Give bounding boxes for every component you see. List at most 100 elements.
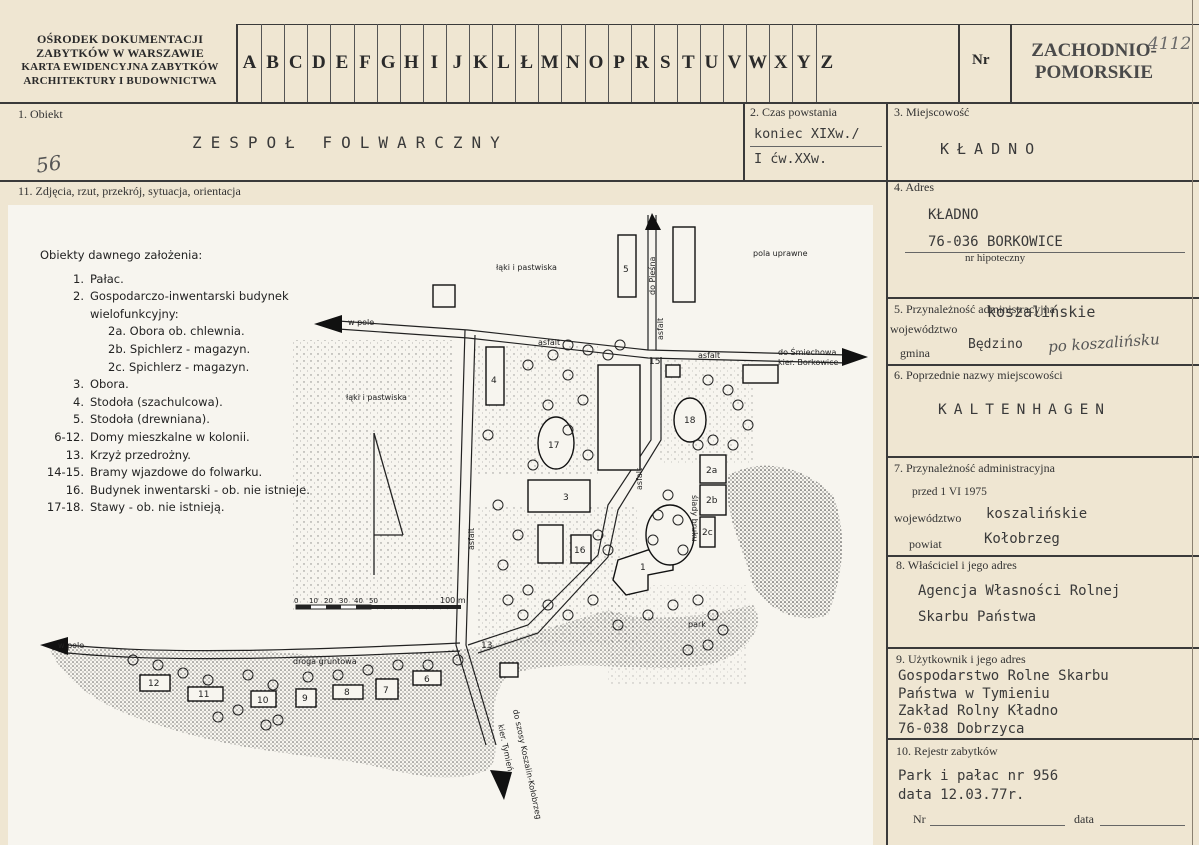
tree-icon bbox=[672, 514, 684, 526]
institution-line: ARCHITEKTURY I BUDOWNICTWA bbox=[23, 75, 217, 87]
field4-label: 4. Adres bbox=[894, 180, 934, 194]
tree-icon bbox=[717, 624, 729, 636]
scale-tick-label: 40 bbox=[354, 597, 363, 605]
letter-cell: S bbox=[659, 52, 671, 73]
legend-number: 6-12. bbox=[54, 429, 84, 444]
letter-separator bbox=[815, 24, 817, 102]
legend-item: 4.Stodoła (szachulcowa). bbox=[40, 394, 310, 412]
letter-cell: A bbox=[242, 52, 257, 73]
field11-label: 11. Zdjęcia, rzut, przekrój, sytuacja, o… bbox=[18, 184, 241, 198]
letter-separator bbox=[561, 24, 563, 102]
legend-number: 5. bbox=[73, 412, 84, 427]
tree-icon bbox=[577, 394, 589, 406]
legend-item: 6-12.Domy mieszkalne w kolonii. bbox=[40, 429, 310, 447]
map-label: kier. Borkowice bbox=[778, 358, 838, 367]
tree-icon bbox=[592, 529, 604, 541]
letter-cell: H bbox=[403, 52, 419, 73]
building-label: 5 bbox=[623, 265, 629, 275]
nr-label: Nr bbox=[972, 52, 990, 68]
tree-icon bbox=[642, 609, 654, 621]
field8-line1: Agencja Własności Rolnej bbox=[918, 583, 1121, 599]
map-label: w pole bbox=[348, 318, 374, 327]
building-label: 18 bbox=[684, 416, 696, 426]
letter-cell: O bbox=[588, 52, 604, 73]
legend-item: 14-15.Bramy wjazdowe do folwarku. bbox=[40, 464, 310, 482]
dotted-line bbox=[1100, 825, 1185, 826]
letter-cell: J bbox=[452, 52, 463, 73]
field7-powiat-value: Kołobrzeg bbox=[984, 531, 1060, 547]
legend-item: 5.Stodoła (drewniana). bbox=[40, 411, 310, 429]
letter-separator bbox=[746, 24, 748, 102]
letter-cell: T bbox=[681, 52, 695, 73]
region-line: POMORSKIE bbox=[1034, 62, 1154, 83]
field3-label: 3. Miejscowość bbox=[894, 105, 970, 119]
letter-cell: F bbox=[359, 52, 371, 73]
map-label: łąki i pastwiska bbox=[346, 393, 407, 402]
field10-line1: Park i pałac nr 956 bbox=[898, 768, 1059, 784]
letter-separator bbox=[584, 24, 586, 102]
building-label: 7 bbox=[383, 686, 389, 696]
scale-bar bbox=[295, 604, 461, 610]
tree-icon bbox=[152, 659, 164, 671]
tree-icon bbox=[732, 399, 744, 411]
letter-separator bbox=[515, 24, 517, 102]
building-label: 3 bbox=[563, 493, 569, 503]
tree-icon bbox=[272, 714, 284, 726]
letter-separator bbox=[307, 24, 309, 102]
letter-cell: M bbox=[540, 52, 559, 73]
legend-number: 2. bbox=[73, 289, 84, 304]
building-label: 2c bbox=[702, 528, 713, 538]
tree-icon bbox=[482, 429, 494, 441]
tree-icon bbox=[542, 599, 554, 611]
region-line: ZACHODNIO- bbox=[1031, 40, 1157, 61]
letter-cell: G bbox=[380, 52, 396, 73]
legend-text: Stawy - ob. nie istnieją. bbox=[90, 500, 225, 515]
legend-number: 17-18. bbox=[46, 500, 84, 515]
legend-number: 14-15. bbox=[46, 465, 84, 480]
field4-sub: nr hipoteczny bbox=[965, 252, 1026, 264]
map-label: łąki i pastwiska bbox=[496, 263, 557, 272]
field10-label: 10. Rejestr zabytków bbox=[896, 744, 998, 758]
legend-text: Krzyż przedrożny. bbox=[90, 447, 191, 462]
legend-item: 16.Budynek inwentarski - ob. nie istniej… bbox=[40, 482, 310, 500]
tree-icon bbox=[707, 609, 719, 621]
tree-icon bbox=[547, 349, 559, 361]
tree-icon bbox=[702, 639, 714, 651]
legend-item: 2c. Spichlerz - magazyn. bbox=[40, 359, 310, 377]
tree-icon bbox=[562, 424, 574, 436]
field9-value: Gospodarstwo Rolne Skarbu Państwa w Tymi… bbox=[898, 668, 1109, 738]
rule bbox=[886, 647, 1199, 649]
building-label: 9 bbox=[302, 694, 308, 704]
field7-powiat-label: powiat bbox=[909, 537, 942, 551]
building-label: 6 bbox=[424, 675, 430, 685]
map-label: kier. Tymień bbox=[496, 724, 515, 773]
letter-separator bbox=[792, 24, 794, 102]
tree-icon bbox=[692, 439, 704, 451]
field10-line2: data 12.03.77r. bbox=[898, 787, 1025, 803]
field7-woj-value: koszalińskie bbox=[986, 506, 1088, 522]
legend-number: 1. bbox=[73, 271, 84, 286]
institution-line: OŚRODEK DOKUMENTACJI bbox=[36, 32, 204, 46]
scale-end-label: 100 m bbox=[440, 596, 466, 605]
letter-separator bbox=[492, 24, 494, 102]
legend-item: 17-18. Stawy - ob. nie istnieją. bbox=[40, 499, 310, 517]
field6-label: 6. Poprzednie nazwy miejscowości bbox=[894, 368, 1063, 382]
dotted-line bbox=[905, 252, 1185, 253]
building-label: 17 bbox=[548, 441, 559, 451]
legend-number: 4. bbox=[73, 394, 84, 409]
field1-value: ZESPOŁ FOLWARCZNY bbox=[192, 133, 509, 152]
site-plan-drawing: łąki i pastwiska pola uprawne łąki i pas… bbox=[40, 213, 868, 820]
building-label: 13 bbox=[481, 641, 492, 651]
field5-gmina-label: gmina bbox=[900, 346, 930, 360]
map-label: asfalt bbox=[467, 528, 476, 550]
map-label: w pole bbox=[58, 641, 84, 650]
letter-cell: N bbox=[565, 52, 580, 73]
map-label: do Pieśna bbox=[647, 256, 657, 295]
field7-woj-label: województwo bbox=[894, 511, 962, 525]
field1-handwritten: 56 bbox=[34, 150, 63, 178]
field5-woj-label: województwo bbox=[890, 322, 958, 336]
letter-cell: R bbox=[635, 52, 649, 73]
legend-number: 16. bbox=[65, 482, 84, 497]
tree-icon bbox=[202, 674, 214, 686]
